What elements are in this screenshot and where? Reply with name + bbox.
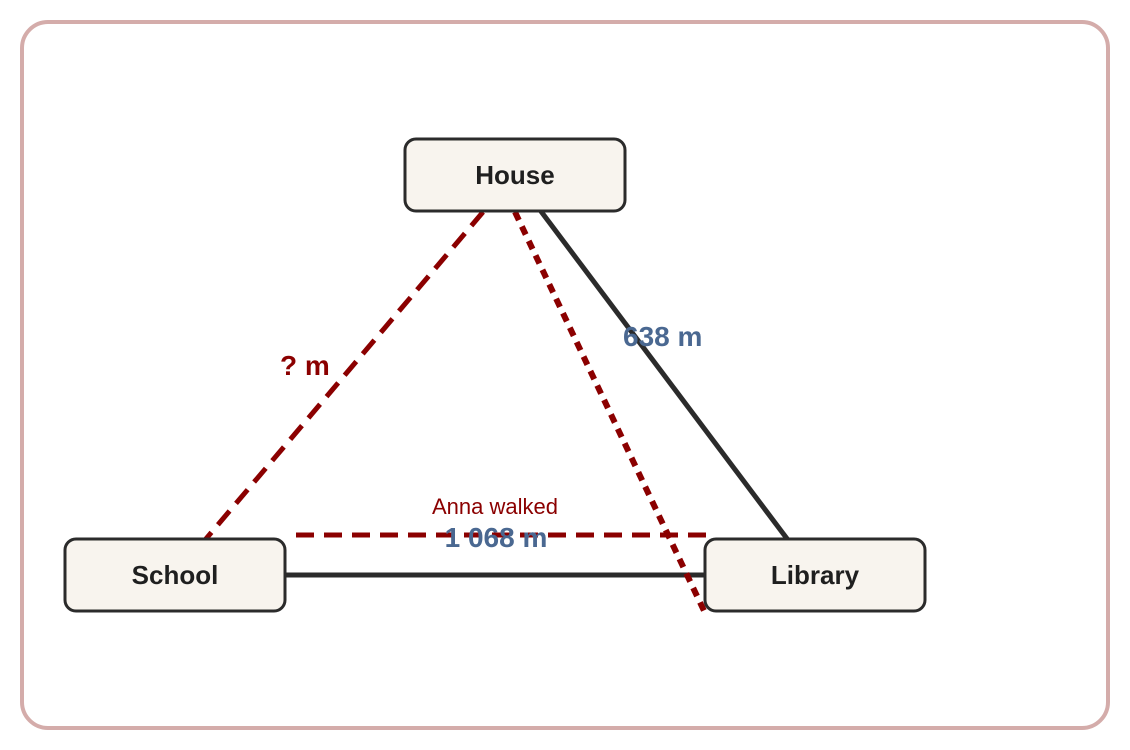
annotation-anna-walked: Anna walked: [432, 494, 558, 519]
node-house: House: [403, 137, 627, 213]
node-house-label: House: [475, 160, 554, 190]
node-library-box: [703, 537, 927, 613]
node-school-label: School: [132, 560, 219, 590]
node-library: Library: [703, 537, 927, 613]
edge-house-school-unknown: [203, 210, 485, 542]
edge-house-library: [538, 208, 790, 542]
node-house-box: [403, 137, 627, 213]
distance-label-house-library: 638 m: [623, 321, 702, 352]
distance-label-school-library: 1 068 m: [445, 522, 548, 553]
walked-path-house-library: [512, 210, 709, 617]
node-school: School: [63, 537, 287, 613]
node-school-box: [63, 537, 287, 613]
distance-label-house-school: ? m: [280, 350, 330, 381]
node-library-label: Library: [771, 560, 860, 590]
